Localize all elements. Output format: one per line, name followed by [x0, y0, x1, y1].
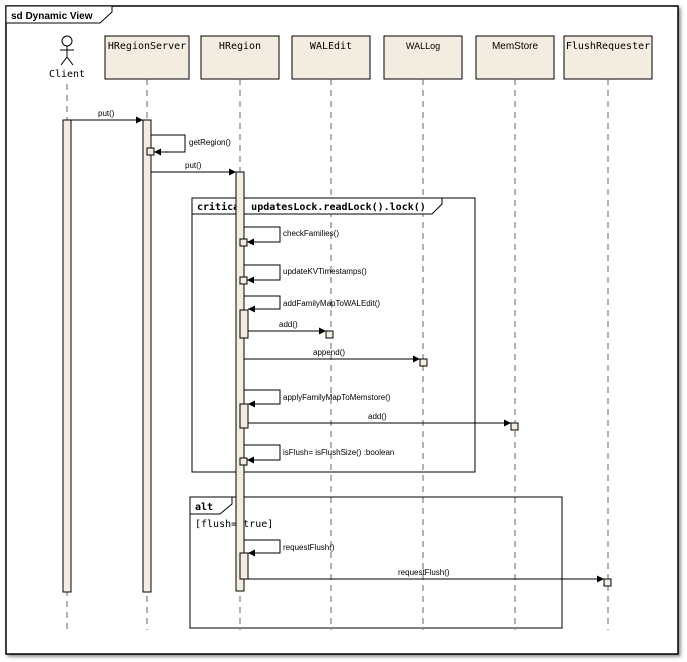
- message-label: applyFamilyMapToMemstore(): [283, 393, 391, 402]
- message-label: checkFamilies(): [283, 229, 339, 238]
- activation-bar: [62, 119, 72, 593]
- fragment-operator: alt: [195, 502, 213, 513]
- activation-bar: [142, 119, 152, 593]
- execution-box: [239, 457, 248, 466]
- message-label: append(): [313, 348, 345, 357]
- actor-client: Client: [49, 35, 85, 80]
- lifeline-memstore: MemStore: [475, 35, 555, 80]
- message-label: add(): [368, 412, 387, 421]
- execution-box: [325, 330, 334, 339]
- message-label: updateKVTimestamps(): [283, 267, 367, 276]
- lifeline-waledit: WALEdit: [291, 35, 371, 80]
- message-arrow: [151, 134, 186, 156]
- actor-label: Client: [49, 69, 85, 80]
- lifeline-label: WALLog: [406, 41, 440, 51]
- message-arrow: [244, 444, 281, 464]
- message-label: add(): [279, 320, 298, 329]
- fragment-alt: alt [flush==true]: [189, 496, 563, 629]
- execution-box: [603, 578, 612, 587]
- message-label: getRegion(): [189, 138, 231, 147]
- message-label: put(): [98, 109, 115, 118]
- fragment-guard: [flush==true]: [195, 519, 273, 530]
- lifeline-wallog: WALLog: [383, 35, 463, 80]
- activation-bar: [239, 309, 249, 339]
- message-arrow: [244, 295, 281, 313]
- message-label: addFamilyMapToWALEdit(): [283, 299, 380, 308]
- message-label: requestFlush(): [283, 543, 335, 552]
- fragment-critical: critical updatesLock.readLock().lock(): [191, 197, 476, 473]
- message-arrow: [244, 226, 281, 246]
- lifeline-hregionserver: HRegionServer: [104, 35, 190, 80]
- message-label: isFlush= isFlushSize() :boolean: [283, 448, 394, 457]
- activation-bar: [239, 403, 249, 429]
- message-arrow: [244, 264, 281, 284]
- execution-box: [419, 358, 428, 367]
- lifeline-hregion: HRegion: [200, 35, 280, 80]
- message-label: put(): [185, 161, 202, 170]
- lifeline-label: HRegionServer: [108, 41, 186, 52]
- execution-box: [146, 147, 155, 156]
- frame-title-tab: [5, 5, 113, 24]
- message-label: requestFlush(): [398, 568, 450, 577]
- activation-bar: [239, 552, 249, 580]
- activation-bar: [235, 171, 245, 592]
- lifeline-flushrequester: FlushRequester: [563, 35, 653, 80]
- lifeline-label: HRegion: [219, 41, 261, 52]
- execution-box: [239, 238, 248, 247]
- lifeline-label: FlushRequester: [566, 41, 650, 52]
- actor-head-icon: [61, 35, 73, 47]
- fragment-operator: critical updatesLock.readLock().lock(): [197, 201, 426, 213]
- message-arrow: [244, 389, 281, 408]
- lifeline-label: WALEdit: [310, 41, 352, 52]
- execution-box: [510, 422, 519, 431]
- diagram-frame: [5, 5, 679, 655]
- message-arrow: [244, 539, 281, 557]
- frame-title: sd Dynamic View: [11, 11, 93, 22]
- lifeline-label: MemStore: [492, 41, 539, 52]
- execution-box: [239, 276, 248, 285]
